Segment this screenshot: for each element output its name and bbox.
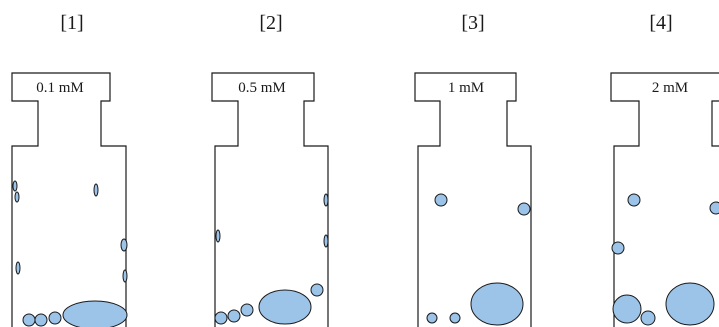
bubble xyxy=(640,310,656,326)
bubble xyxy=(323,193,329,207)
bubble xyxy=(120,238,128,252)
bubble xyxy=(227,309,241,323)
panel-3: [3] 1 mM xyxy=(414,12,532,327)
bubble xyxy=(611,241,625,255)
bubble xyxy=(323,234,329,248)
bubble xyxy=(310,283,324,297)
vial-1-bubbles xyxy=(12,180,128,327)
bubble xyxy=(34,313,48,327)
vial-3-bubbles xyxy=(426,193,531,326)
concentration-label-4: 2 mM xyxy=(652,80,688,96)
panel-1: [1] 0.1 mM xyxy=(11,12,128,327)
bubble xyxy=(214,311,228,325)
bubble xyxy=(709,201,719,215)
bubble xyxy=(15,261,21,275)
vial-3-outline xyxy=(414,72,532,327)
bubble xyxy=(12,180,18,192)
concentration-label-3: 1 mM xyxy=(448,80,484,96)
vial-2-outline xyxy=(211,72,329,327)
bubble xyxy=(665,282,715,326)
bubble xyxy=(449,312,461,324)
concentration-label-1: 0.1 mM xyxy=(36,80,84,96)
bubble xyxy=(22,313,36,327)
vial-2-bubbles xyxy=(214,193,329,325)
bubble xyxy=(627,193,641,207)
concentration-label-2: 0.5 mM xyxy=(238,80,286,96)
vial-4-outline xyxy=(610,72,719,327)
panel-4: [4] 2 mM xyxy=(610,12,719,327)
panel-label-4: [4] xyxy=(649,12,672,34)
bubble xyxy=(426,312,438,324)
panel-label-1: [1] xyxy=(60,12,83,34)
bubble xyxy=(258,289,312,325)
vial-1-outline xyxy=(11,72,127,327)
panel-2: [2] 0.5 mM xyxy=(211,12,329,327)
bubble xyxy=(14,191,20,203)
bubble xyxy=(93,183,99,197)
bubble xyxy=(62,300,128,327)
bubble xyxy=(48,311,62,325)
bubble xyxy=(517,202,531,216)
bubble xyxy=(470,282,524,326)
bubble xyxy=(215,229,221,243)
bubble xyxy=(240,303,254,317)
bubble xyxy=(122,269,128,283)
bubble xyxy=(612,294,642,324)
vial-4-bubbles xyxy=(611,193,719,326)
panel-label-2: [2] xyxy=(259,12,282,34)
bubble xyxy=(434,193,448,207)
panel-label-3: [3] xyxy=(461,12,484,34)
